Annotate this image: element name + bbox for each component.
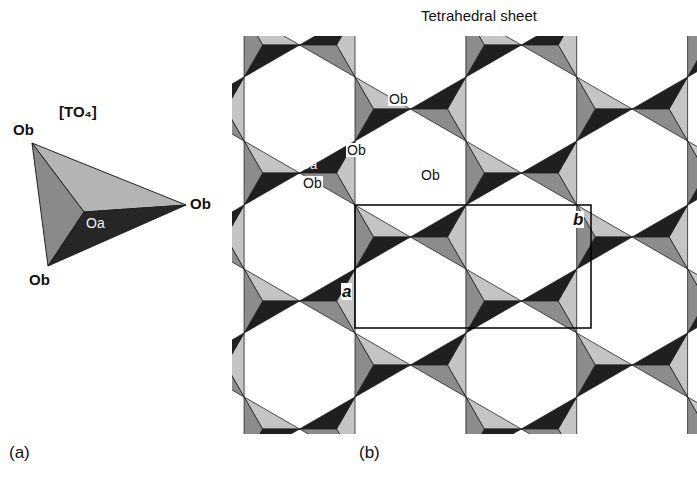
tetrahedron-face	[466, 269, 484, 333]
tetrahedron-face	[232, 109, 244, 141]
tetrahedron-face	[232, 365, 244, 397]
tetrahedron-face	[466, 141, 484, 205]
tetrahedron-face	[410, 109, 466, 141]
tetrahedron-face	[300, 45, 355, 77]
tetrahedron-face	[466, 36, 484, 77]
tetrahedron-face	[521, 45, 576, 77]
tetrahedron-face	[232, 205, 244, 237]
oxygen-label: Ob	[189, 196, 212, 211]
tetrahedron-face	[521, 269, 576, 301]
tetrahedron-face	[632, 77, 688, 109]
tetrahedron-face	[521, 36, 576, 45]
tetrahedron-face	[244, 397, 263, 434]
tetrahedron-face	[355, 205, 374, 269]
oxygen-label: Ob	[420, 168, 441, 182]
tetrahedron-face	[300, 173, 355, 205]
tetrahedron-face	[632, 109, 688, 141]
oxygen-label: Ob	[302, 176, 323, 190]
tetrahedron-face	[300, 397, 355, 429]
tetrahedron-face	[232, 77, 244, 109]
tetrahedron-face	[244, 36, 263, 77]
oxygen-label: Oa	[86, 216, 105, 230]
tetrahedron-face	[300, 36, 355, 45]
oxygen-label: Ob	[388, 92, 409, 106]
tetrahedron-face	[410, 77, 466, 109]
axis-label: b	[572, 211, 584, 228]
oxygen-label: Ob	[346, 143, 367, 157]
tetrahedron-face	[521, 141, 576, 173]
tetrahedron-face	[577, 333, 596, 397]
tetrahedron-face	[466, 397, 484, 434]
tetrahedron-face	[244, 269, 263, 333]
tetrahedron-face	[300, 301, 355, 333]
tetrahedron-face	[300, 269, 355, 301]
formula-label: [TO₄]	[58, 104, 98, 119]
tetrahedron-face	[688, 141, 697, 205]
tetrahedron-face	[521, 397, 576, 429]
tetrahedron-face	[300, 429, 355, 434]
tetrahedral-sheet	[232, 36, 697, 434]
tetrahedron-face	[688, 397, 697, 434]
unit-cell	[355, 205, 591, 328]
tetrahedron-face	[632, 365, 688, 397]
tetrahedron-face	[688, 36, 697, 77]
tetrahedron-face	[355, 333, 374, 397]
tetrahedron-face	[355, 77, 374, 141]
tetrahedron-face	[410, 365, 466, 397]
single-tetrahedron	[32, 143, 186, 266]
panel-label: (b)	[358, 444, 381, 461]
tetrahedron-face	[521, 429, 576, 434]
panel-label: (a)	[8, 444, 31, 461]
tetrahedron-face	[244, 141, 263, 205]
tetrahedron-face	[688, 269, 697, 333]
sheet-title: Tetrahedral sheet	[420, 8, 538, 23]
tetrahedron-face	[410, 333, 466, 365]
tetrahedron-face	[410, 205, 466, 237]
oxygen-label: Ob	[12, 122, 35, 137]
tetrahedron-face	[577, 77, 596, 141]
tetrahedron-face	[410, 237, 466, 269]
tetrahedron-face	[632, 237, 688, 269]
oxygen-label: Oa	[300, 158, 317, 171]
tetrahedron-face	[232, 237, 244, 269]
axis-label: a	[341, 283, 352, 300]
tetrahedron-face	[521, 173, 576, 205]
oxygen-label: Ob	[28, 272, 51, 287]
tetrahedron-face	[232, 333, 244, 365]
tetrahedron-face	[632, 333, 688, 365]
tetrahedron-face	[632, 205, 688, 237]
